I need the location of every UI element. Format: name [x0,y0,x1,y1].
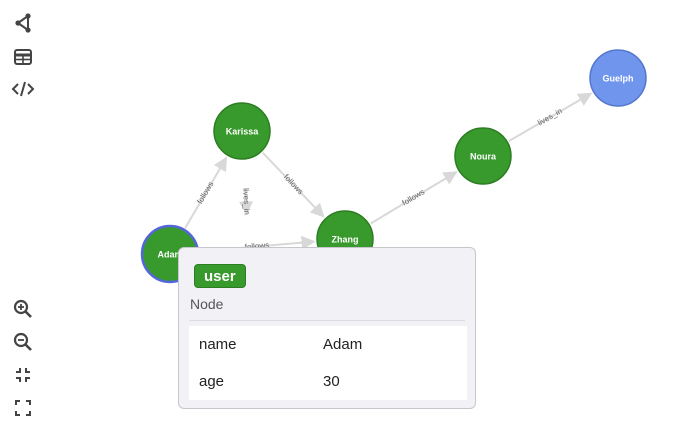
collapse-icon [16,368,30,382]
fit-to-screen-button[interactable] [10,362,36,388]
zoom-in-button[interactable] [10,296,36,322]
edge-noura-guelph[interactable] [508,92,593,142]
edge-label: lives_in [536,106,564,127]
code-view-button[interactable] [10,76,36,102]
edge-label: follows [195,180,215,206]
expand-icon [15,400,31,416]
graph-icon [15,13,31,33]
zoom-in-icon [13,299,32,318]
node-guelph[interactable] [589,49,647,107]
edge-label: follows [401,187,427,207]
node-noura[interactable] [454,127,512,185]
property-value: 30 [323,373,340,390]
fullscreen-button[interactable] [10,395,36,421]
node-label: Zhang [332,234,359,244]
edge-zhang-noura[interactable] [370,171,458,225]
property-value: Adam [323,336,363,353]
node-label: Noura [470,151,497,161]
code-icon [11,81,35,97]
node-label: Karissa [226,126,260,136]
table-view-button[interactable] [10,44,36,70]
graph-view-button[interactable] [10,10,36,36]
property-row: age 30 [189,363,467,400]
properties-table: name Adam age 30 [189,326,467,400]
edge-karissa-zhang[interactable] [261,152,325,218]
edge-label: follows [244,241,269,252]
node-label: Guelph [603,73,634,83]
node-label: Adam [157,249,182,259]
zoom-out-button[interactable] [10,329,36,355]
edge-adam-karissa[interactable] [184,156,228,229]
edge-label: follows [282,172,305,196]
node-karissa[interactable] [213,102,271,160]
edge-label: lives_in [241,188,251,215]
property-key: age [199,373,225,390]
edge-karissa-adam[interactable] [238,188,253,216]
zoom-out-icon [13,332,32,351]
node-details-tooltip: user Node name Adam age 30 [178,247,476,409]
table-icon [14,49,32,65]
property-key: name [199,336,237,353]
property-row: name Adam [189,326,467,363]
node-type-label: Node [190,296,224,312]
divider [189,320,465,321]
node-label-badge: user [194,264,246,288]
